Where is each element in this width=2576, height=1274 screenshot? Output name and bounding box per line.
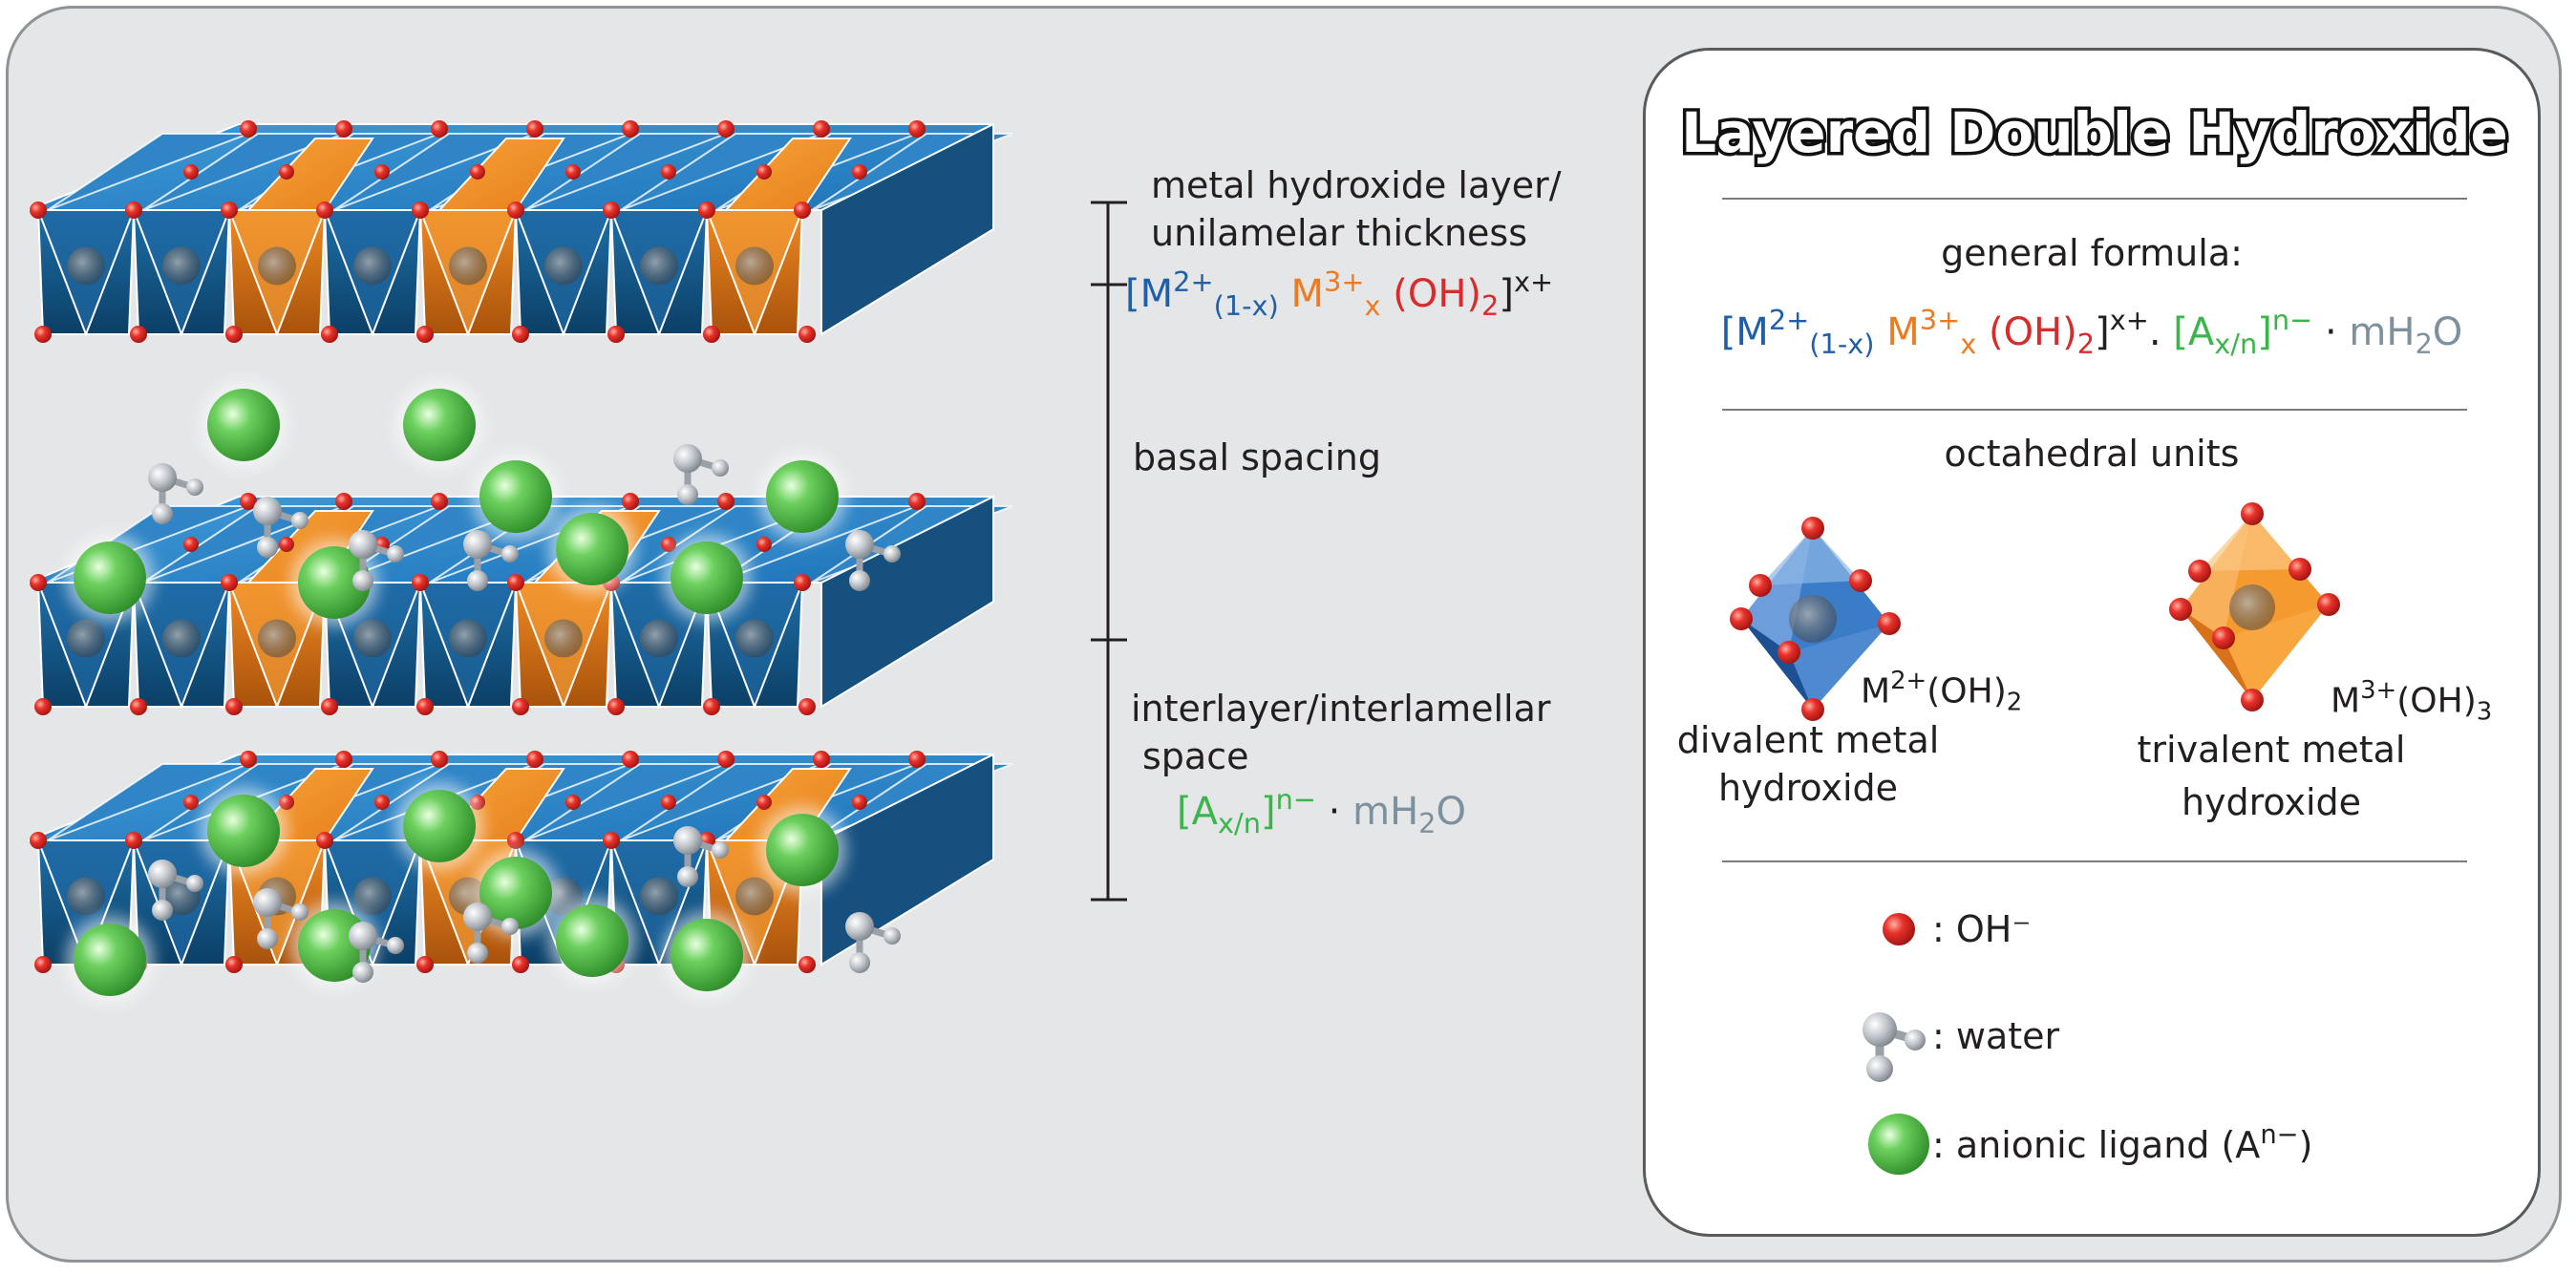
hydroxide-key-label: : OH⁻ [1932, 908, 2032, 950]
hydroxide-key-icon [1883, 913, 1915, 945]
trivalent-octahedron-icon [2169, 502, 2340, 711]
water-molecule [349, 530, 404, 591]
trivalent-formula: M3+(OH)3 [2331, 676, 2493, 727]
spacing-bracket [1091, 201, 1127, 902]
water-molecule [845, 912, 901, 973]
water-key-icon [1863, 1012, 1926, 1082]
interlayer-label-line1: interlayer/interlamellar [1131, 688, 1551, 730]
anionic-ligand [472, 849, 560, 937]
general-formula: [M2+(1-x) M3+x (OH)2]x+. [Ax/n]n− · mH2O [1720, 304, 2463, 361]
anion-key-icon [1863, 1108, 1935, 1180]
ldh-layered-structure-illustration [28, 120, 1013, 1004]
legend-divider-1 [1722, 198, 2467, 200]
metal-layer-label-line2: unilamelar thickness [1151, 212, 1528, 254]
water-molecule [463, 530, 519, 591]
water-key-label: : water [1932, 1015, 2060, 1057]
anionic-ligand [395, 782, 483, 870]
interlayer-formula: [Ax/n]n− · mH2O [1177, 783, 1466, 840]
anionic-ligand [548, 897, 636, 985]
water-molecule [148, 463, 203, 524]
trivalent-name-line2: hydroxide [2181, 781, 2362, 823]
water-molecule [845, 530, 901, 591]
divalent-octahedron-icon [1730, 517, 1901, 721]
anionic-ligand [472, 453, 560, 541]
hydroxide-layer [28, 493, 1013, 715]
hydroxide-layer [28, 120, 1013, 343]
anionic-ligand [758, 453, 846, 541]
interlayer-label-line2: space [1142, 735, 1249, 777]
water-molecule [148, 860, 203, 921]
divalent-name-line2: hydroxide [1717, 767, 1899, 809]
anionic-ligand [200, 381, 287, 469]
anionic-ligand [66, 916, 154, 1004]
basal-spacing-label: basal spacing [1133, 436, 1381, 478]
water-molecule [253, 497, 309, 558]
legend-title: Layered Double Hydroxide [1678, 97, 2512, 169]
water-molecule [349, 922, 404, 983]
legend-box: Layered Double Hydroxide general formula… [1643, 48, 2541, 1237]
water-molecule [253, 888, 309, 949]
layer-formula: [M2+(1-x) M3+x (OH)2]x+ [1125, 265, 1554, 323]
trivalent-name-line1: trivalent metal [2137, 729, 2406, 771]
svg-text:Layered Double Hydroxide: Layered Double Hydroxide [1681, 100, 2508, 165]
anionic-ligand [66, 534, 154, 622]
anionic-ligand [548, 505, 636, 593]
anionic-ligand [663, 911, 751, 999]
legend-divider-3 [1722, 860, 2467, 862]
octahedral-units-label: octahedral units [1944, 433, 2240, 475]
anion-key-label: : anionic ligand (An−) [1932, 1120, 2313, 1167]
anionic-ligand [758, 806, 846, 894]
general-formula-label: general formula: [1941, 232, 2243, 274]
water-molecule [673, 444, 729, 505]
anionic-ligand [290, 539, 378, 626]
anionic-ligand [663, 534, 751, 622]
water-molecule [463, 902, 519, 964]
metal-layer-label-line1: metal hydroxide layer/ [1151, 164, 1562, 206]
water-molecule [673, 826, 729, 887]
divalent-formula: M2+(OH)2 [1861, 667, 2023, 717]
anionic-ligand [395, 381, 483, 469]
divalent-name-line1: divalent metal [1676, 719, 1940, 761]
legend-divider-2 [1722, 409, 2467, 411]
anionic-ligand [200, 787, 287, 875]
